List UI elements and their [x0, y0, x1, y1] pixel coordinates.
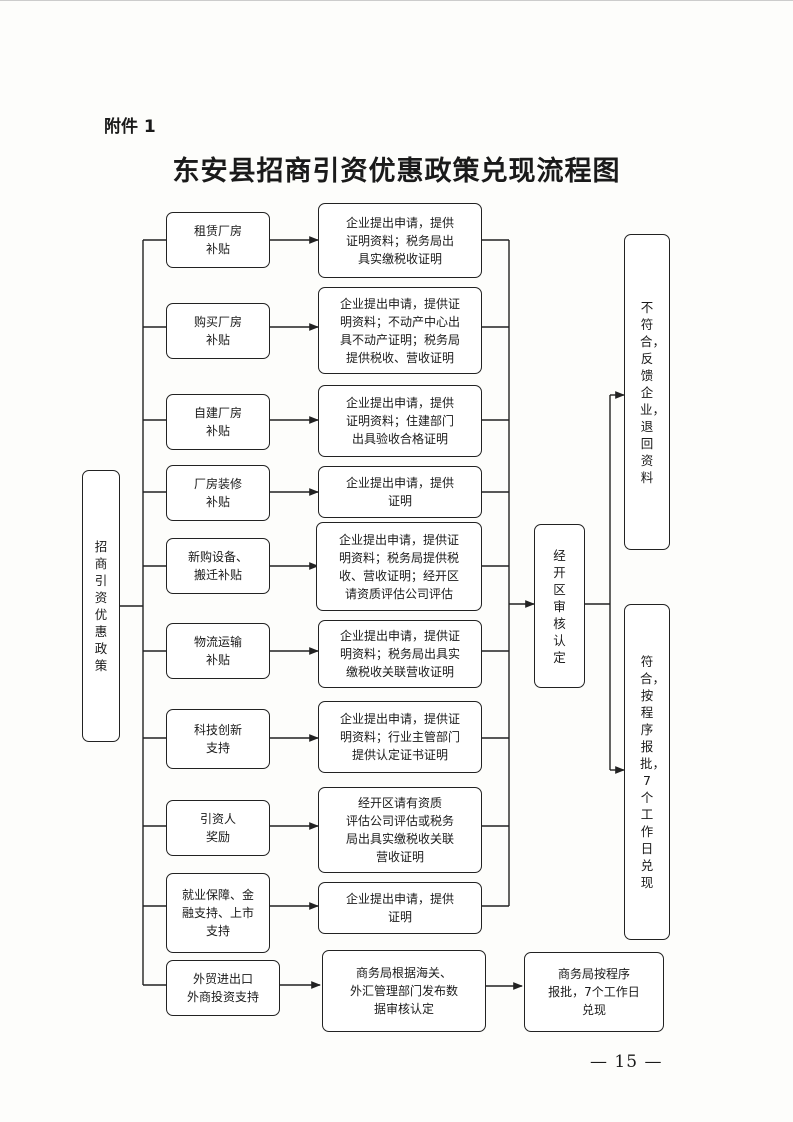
attachment-label: 附件 1: [104, 117, 156, 137]
materials-text: 企业提出申请，提供证 明资料；税务局出具实 缴税收关联营收证明: [339, 629, 460, 679]
policy-label: 科技创新 支持: [193, 723, 242, 755]
materials-box-5: 企业提出申请，提供证 明资料；税务局提供税 收、营收证明；经开区 请资质评估公司…: [316, 522, 482, 611]
scan-edge: [0, 0, 793, 1]
materials-text: 企业提出申请，提供 证明: [345, 892, 454, 924]
policy-label: 外贸进出口 外商投资支持: [186, 972, 259, 1004]
materials-text: 企业提出申请，提供 证明资料；税务局出 具实缴税收证明: [345, 215, 454, 266]
policy-box-2: 购买厂房 补贴: [166, 303, 270, 359]
materials-box-4: 企业提出申请，提供 证明: [318, 466, 482, 518]
policy-box-9: 就业保障、金 融支持、上市 支持: [166, 873, 270, 953]
policy-label: 购买厂房 补贴: [193, 315, 242, 347]
accept-label: 符合，按程序报批，7个工作日兑现: [640, 654, 666, 890]
policy-label: 物流运输 补贴: [193, 635, 242, 667]
review-label: 经开区审核认定: [553, 547, 566, 665]
materials-box-7: 企业提出申请，提供证 明资料；行业主管部门 提供认定证书证明: [318, 701, 482, 773]
policy-box-3: 自建厂房 补贴: [166, 394, 270, 450]
reject-box: 不符合，反馈企业，退回资料: [624, 234, 670, 550]
review-box: 经开区审核认定: [534, 524, 585, 688]
materials-box-9: 企业提出申请，提供 证明: [318, 882, 482, 934]
policy-label: 引资人 奖励: [199, 812, 236, 844]
policy-label: 自建厂房 补贴: [193, 406, 242, 438]
commerce-result-label: 商务局按程序 报批，7个工作日 兑现: [548, 967, 640, 1017]
materials-text: 经开区请有资质 评估公司评估或税务 局出具实缴税收关联 营收证明: [345, 796, 454, 864]
policy-box-4: 厂房装修 补贴: [166, 465, 270, 521]
materials-text: 商务局根据海关、 外汇管理部门发布数 据审核认定: [349, 966, 458, 1016]
materials-text: 企业提出申请，提供证 明资料；税务局提供税 收、营收证明；经开区 请资质评估公司…: [338, 532, 459, 601]
policy-label: 就业保障、金 融支持、上市 支持: [181, 888, 254, 938]
root-box: 招商引资优惠政策: [82, 470, 120, 742]
policy-box-8: 引资人 奖励: [166, 800, 270, 856]
accept-box: 符合，按程序报批，7个工作日兑现: [624, 604, 670, 940]
materials-box-2: 企业提出申请，提供证 明资料；不动产中心出 具不动产证明；税务局 提供税收、营收…: [318, 287, 482, 374]
policy-box-7: 科技创新 支持: [166, 709, 270, 769]
materials-text: 企业提出申请，提供证 明资料；行业主管部门 提供认定证书证明: [339, 712, 460, 762]
materials-text: 企业提出申请，提供 证明: [345, 476, 454, 508]
policy-label: 厂房装修 补贴: [193, 477, 242, 509]
page-title: 东安县招商引资优惠政策兑现流程图: [172, 156, 621, 187]
page-number: — 15 —: [590, 1052, 663, 1072]
root-label: 招商引资优惠政策: [94, 539, 108, 673]
policy-label: 租赁厂房 补贴: [193, 224, 242, 256]
policy-box-6: 物流运输 补贴: [166, 623, 270, 679]
materials-text: 企业提出申请，提供 证明资料；住建部门 出具验收合格证明: [345, 396, 454, 446]
policy-box-1: 租赁厂房 补贴: [166, 212, 270, 268]
materials-box-8: 经开区请有资质 评估公司评估或税务 局出具实缴税收关联 营收证明: [318, 787, 482, 873]
reject-label: 不符合，反馈企业，退回资料: [640, 299, 666, 485]
materials-text: 企业提出申请，提供证 明资料；不动产中心出 具不动产证明；税务局 提供税收、营收…: [339, 296, 460, 365]
policy-label: 新购设备、 搬迁补贴: [187, 550, 248, 582]
materials-box-1: 企业提出申请，提供 证明资料；税务局出 具实缴税收证明: [318, 203, 482, 278]
commerce-result-box: 商务局按程序 报批，7个工作日 兑现: [524, 952, 664, 1032]
policy-box-5: 新购设备、 搬迁补贴: [166, 538, 270, 594]
policy-box-10: 外贸进出口 外商投资支持: [166, 960, 280, 1016]
materials-box-6: 企业提出申请，提供证 明资料；税务局出具实 缴税收关联营收证明: [318, 620, 482, 688]
materials-box-3: 企业提出申请，提供 证明资料；住建部门 出具验收合格证明: [318, 385, 482, 457]
materials-box-10: 商务局根据海关、 外汇管理部门发布数 据审核认定: [322, 950, 486, 1032]
